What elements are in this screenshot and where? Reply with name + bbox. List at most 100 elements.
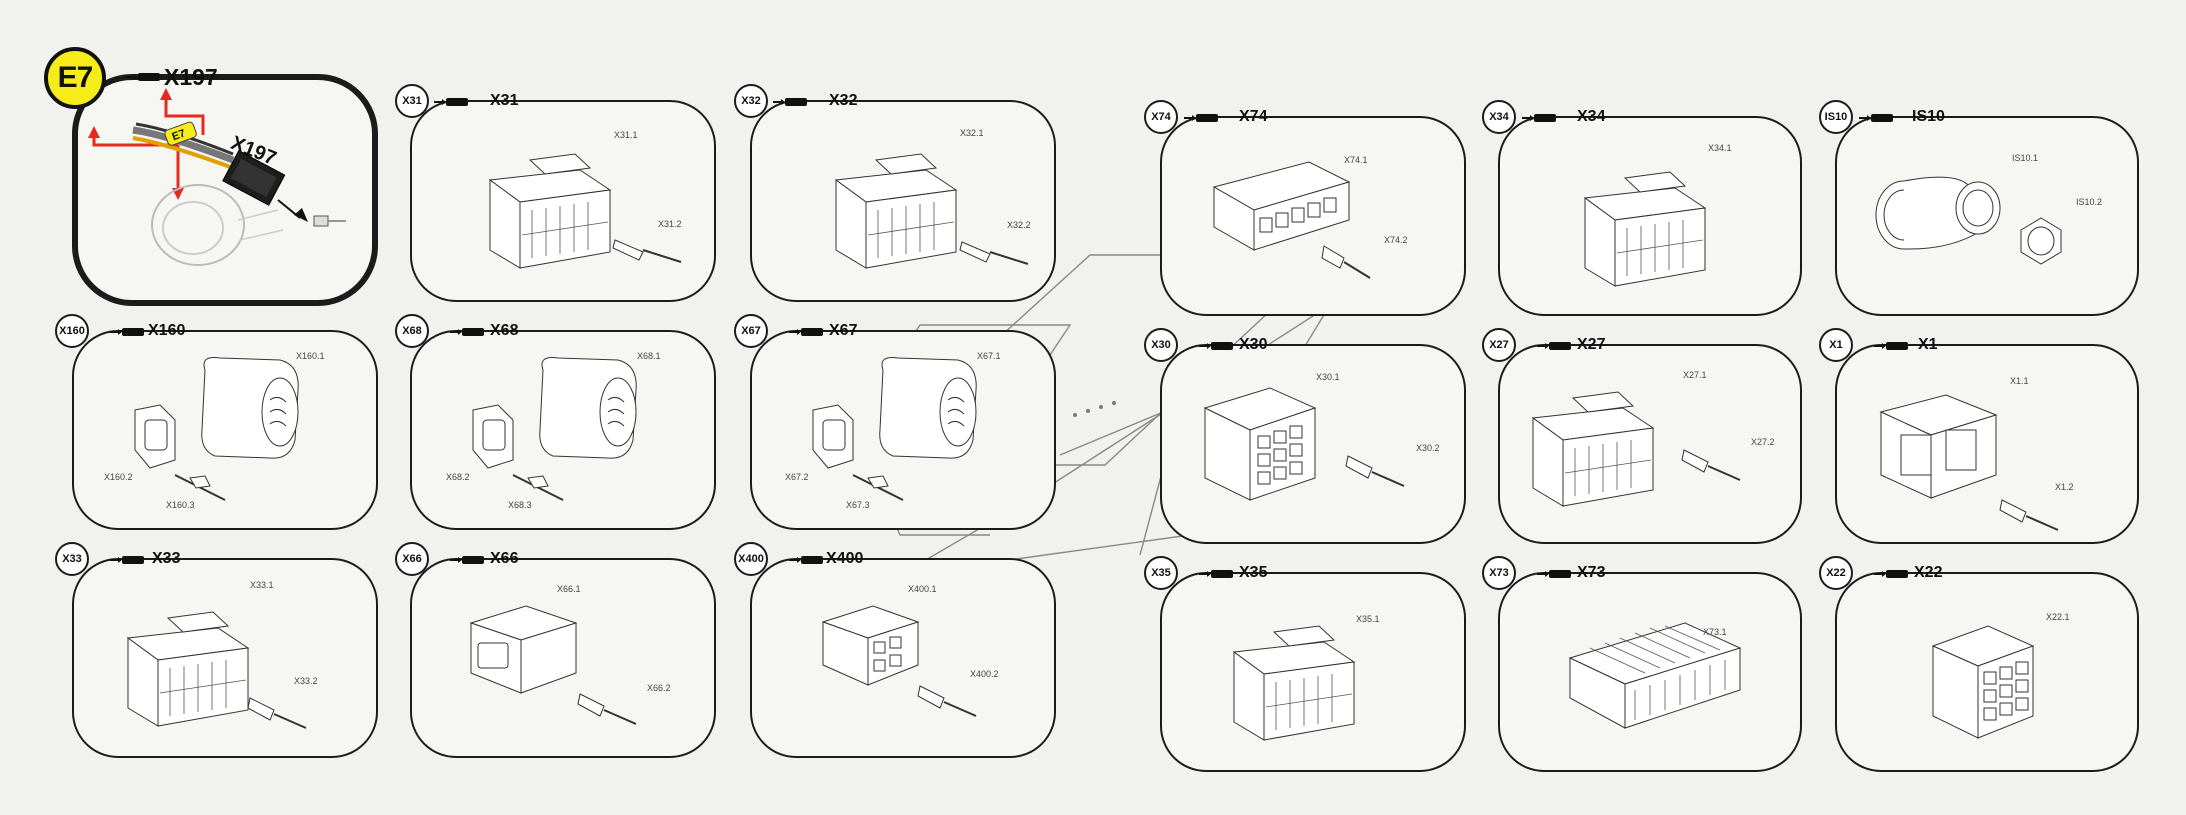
part-label: X73.1 <box>1703 627 1727 637</box>
nut-icon <box>2020 217 2062 265</box>
part-label: X1.1 <box>2010 376 2029 386</box>
panel-badge: X66 <box>395 542 429 576</box>
part-label: X67.1 <box>977 351 1001 361</box>
plug-icon <box>1184 114 1218 122</box>
grid-connector-icon <box>1203 387 1317 501</box>
e7-tag: E7 <box>170 127 187 143</box>
part-label: X32.2 <box>1007 220 1031 230</box>
panel-title: X27 <box>1577 336 1606 353</box>
part-label: X34.1 <box>1708 143 1732 153</box>
part-label: X67.2 <box>785 472 809 482</box>
panel-title: X1 <box>1918 336 1938 353</box>
panel-title: X30 <box>1239 336 1268 353</box>
part-label: X400.2 <box>970 669 999 679</box>
plug-icon <box>110 328 144 336</box>
panel-badge: X73 <box>1482 556 1516 590</box>
latch-connector-icon <box>1879 394 1998 499</box>
rectangular-connector-icon <box>1232 625 1356 741</box>
rectangular-connector-icon <box>488 153 612 269</box>
terminal-pin-icon <box>612 239 682 263</box>
panel-badge: X32 <box>734 84 768 118</box>
panel-title: X32 <box>829 92 858 109</box>
round-connector-icon <box>812 357 977 501</box>
panel-title: X66 <box>490 550 519 567</box>
panel-title: X22 <box>1914 564 1943 581</box>
plug-icon <box>1199 570 1233 578</box>
panel-title: X33 <box>152 550 181 567</box>
panel-title: X73 <box>1577 564 1606 581</box>
part-label: X35.1 <box>1356 614 1380 624</box>
part-label: X74.2 <box>1384 235 1408 245</box>
part-label: X160.3 <box>166 500 195 510</box>
part-label: X33.1 <box>250 580 274 590</box>
plug-icon <box>450 328 484 336</box>
panel-x22 <box>1835 572 2139 772</box>
part-label: X68.2 <box>446 472 470 482</box>
terminal-pin-icon <box>1999 499 2059 531</box>
part-label: X68.3 <box>508 500 532 510</box>
panel-badge: X67 <box>734 314 768 348</box>
part-label: X30.1 <box>1316 372 1340 382</box>
e7-badge: E7 <box>44 47 106 109</box>
part-label: X31.2 <box>658 219 682 229</box>
panel-badge: X68 <box>395 314 429 348</box>
part-label: X67.3 <box>846 500 870 510</box>
round-connector-icon <box>472 357 637 501</box>
rectangular-connector-icon <box>126 611 250 727</box>
part-label: X160.2 <box>104 472 133 482</box>
panel-badge: X35 <box>1144 556 1178 590</box>
power-connector-icon <box>1212 161 1351 251</box>
rectangular-connector-icon <box>1583 171 1707 287</box>
panel-badge: X400 <box>734 542 768 576</box>
part-label: X30.2 <box>1416 443 1440 453</box>
plug-icon <box>1522 114 1556 122</box>
terminal-pin-icon <box>1681 449 1741 481</box>
panel-x66 <box>410 558 716 758</box>
part-label: X22.1 <box>2046 612 2070 622</box>
plug-icon <box>1874 570 1908 578</box>
plug-icon <box>450 556 484 564</box>
terminal-pin-icon <box>917 685 977 717</box>
plug-icon <box>110 556 144 564</box>
plug-icon <box>1537 342 1571 350</box>
terminal-pin-icon <box>959 241 1029 265</box>
terminal-pin-icon <box>1345 455 1405 487</box>
panel-title: X35 <box>1239 564 1268 581</box>
long-connector-icon <box>1568 622 1742 729</box>
panel-title: X74 <box>1239 108 1268 125</box>
plug-icon <box>1859 114 1893 122</box>
panel-badge: X74 <box>1144 100 1178 134</box>
round-connector-icon <box>134 357 299 501</box>
panel-badge: X22 <box>1819 556 1853 590</box>
part-label: X33.2 <box>294 676 318 686</box>
panel-badge: X34 <box>1482 100 1516 134</box>
plug-icon <box>434 98 468 106</box>
plug-icon <box>1199 342 1233 350</box>
panel-title: IS10 <box>1912 108 1945 125</box>
panel-title: X400 <box>826 550 864 567</box>
part-label: X31.1 <box>614 130 638 140</box>
panel-badge: IS10 <box>1819 100 1853 134</box>
part-label: X74.1 <box>1344 155 1368 165</box>
plug-icon <box>789 556 823 564</box>
grid-connector-icon <box>1931 625 2035 739</box>
panel-title: X34 <box>1577 108 1606 125</box>
plug-icon <box>126 73 160 81</box>
panel-title: X67 <box>829 322 858 339</box>
part-label: X27.1 <box>1683 370 1707 380</box>
panel-badge: X31 <box>395 84 429 118</box>
part-label: X27.2 <box>1751 437 1775 447</box>
elbow-fitting-icon <box>1875 176 2001 250</box>
terminal-pin-icon <box>247 697 307 729</box>
panel-badge: X27 <box>1482 328 1516 362</box>
terminal-pin-icon <box>1321 245 1371 279</box>
panel-title: X68 <box>490 322 519 339</box>
part-label: IS10.1 <box>2012 153 2039 163</box>
panel-badge: X33 <box>55 542 89 576</box>
part-label: X68.1 <box>637 351 661 361</box>
part-label: X400.1 <box>908 584 937 594</box>
panel-badge: X1 <box>1819 328 1853 362</box>
panel-title: X160 <box>148 322 186 339</box>
small-connector-icon <box>821 605 920 686</box>
plug-icon <box>773 98 807 106</box>
